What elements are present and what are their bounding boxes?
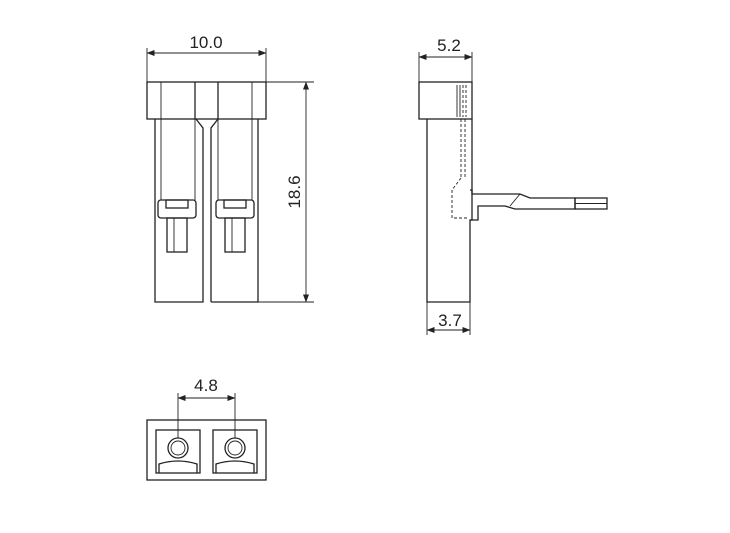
dimension-width: 10.0 (146, 33, 267, 82)
side-terminal (470, 189, 608, 221)
bottom-view: 4.8 (146, 376, 267, 481)
dimension-height-label: 18.6 (285, 175, 304, 208)
dimension-pitch: 4.8 (177, 376, 236, 438)
dimension-side-bottom-label: 3.7 (438, 311, 462, 330)
front-view: 10.0 18.6 (146, 33, 314, 303)
front-header (146, 81, 267, 120)
bottom-outline (146, 419, 267, 481)
front-left-leg (154, 82, 204, 303)
dimension-width-label: 10.0 (189, 33, 222, 52)
side-body (426, 119, 473, 303)
dimension-height: 18.6 (258, 81, 314, 303)
dimension-side-bottom: 3.7 (426, 302, 471, 335)
side-view: 5.2 3.7 (418, 36, 608, 335)
dimension-side-top: 5.2 (418, 36, 473, 82)
dimension-side-top-label: 5.2 (437, 36, 461, 55)
dimension-pitch-label: 4.8 (194, 376, 218, 395)
side-header (418, 81, 473, 120)
